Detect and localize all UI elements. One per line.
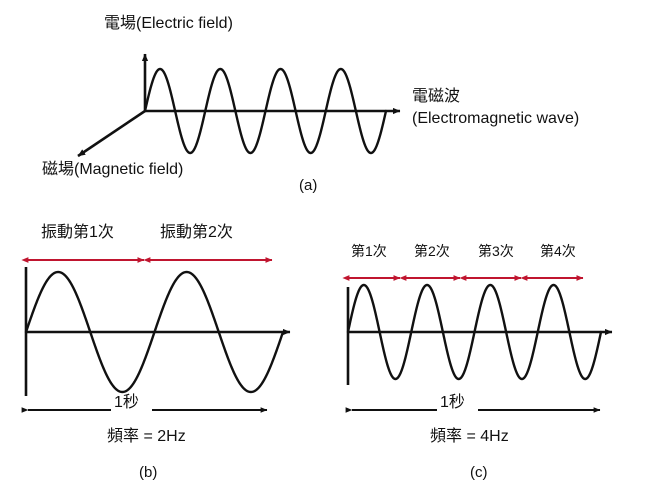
magnetic-field-label: 磁場(Magnetic field) <box>42 161 184 178</box>
panel-a-axes <box>77 53 401 158</box>
electric-field-label: 電場(Electric field) <box>104 15 233 32</box>
electromagnetic-wave-label-line2: (Electromagnetic wave) <box>412 109 580 127</box>
electromagnetic-wave-label-line1: 電磁波 <box>412 88 461 105</box>
panel-b-axes <box>24 267 291 396</box>
panel-c-frequency-label: 頻率 = 4Hz <box>430 428 509 445</box>
panel-a-caption: (a) <box>299 177 318 194</box>
panel-b-oscillation-label-1: 振動第1次 <box>41 224 114 241</box>
panel-b-duration-label: 1秒 <box>114 394 139 411</box>
panel-c-axes <box>346 287 613 385</box>
wave-curve-panel-b <box>24 270 285 394</box>
wave-curve-panel-a <box>143 67 388 155</box>
electromagnetic-wave-label: 電磁波 (Electromagnetic wave) <box>412 86 579 129</box>
panel-b-oscillation-label-2: 振動第2次 <box>160 224 233 241</box>
wave-curve-panel-c <box>346 283 603 381</box>
panel-c-oscillation-label-3: 第3次 <box>478 243 514 259</box>
panel-c-oscillation-label-1: 第1次 <box>351 243 387 259</box>
panel-c-duration-label: 1秒 <box>440 394 465 411</box>
panel-b-frequency-label: 頻率 = 2Hz <box>107 428 186 445</box>
panel-b-caption: (b) <box>139 464 158 481</box>
panel-c-oscillation-label-4: 第4次 <box>540 243 576 259</box>
axis-magnetic-field <box>77 109 146 158</box>
panel-c-oscillation-label-2: 第2次 <box>414 243 450 259</box>
panel-c-caption: (c) <box>470 464 488 481</box>
